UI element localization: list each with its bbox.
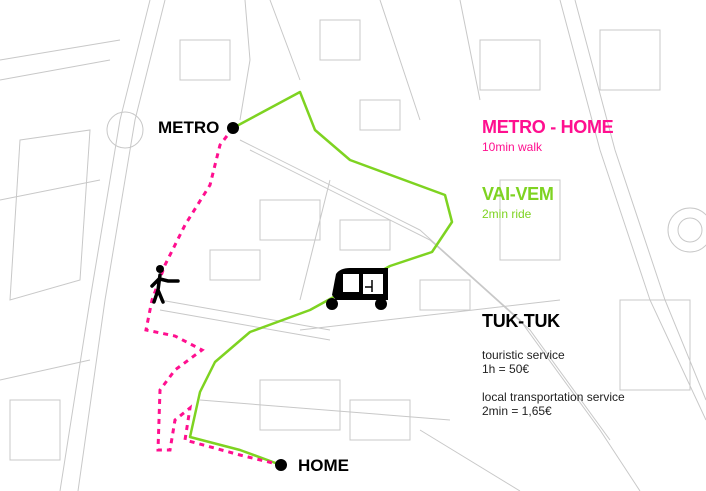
vai-vem-legend-detail: 2min ride: [482, 207, 532, 221]
walk-legend-detail: 10min walk: [482, 140, 543, 154]
walking-route: [144, 127, 282, 467]
tuk-tuk-legend-title: TUK-TUK: [482, 311, 560, 331]
tuk-tuk-icon: [326, 268, 388, 310]
vai-vem-route: [188, 90, 454, 467]
metro-station-marker: [227, 122, 239, 134]
home-marker: [275, 459, 287, 471]
home-label: HOME: [298, 456, 349, 475]
walk-legend-title: METRO - HOME: [482, 117, 614, 137]
tuk-tuk-service-price: 2min = 1,65€: [482, 404, 552, 418]
vai-vem-legend-title: VAI-VEM: [482, 184, 554, 204]
tuk-tuk-service-name: touristic service: [482, 348, 565, 362]
walking-person-icon: [150, 265, 180, 304]
tuk-tuk-service-price: 1h = 50€: [482, 362, 530, 376]
tuk-tuk-service-name: local transportation service: [482, 390, 625, 404]
metro-label: METRO: [158, 118, 220, 137]
